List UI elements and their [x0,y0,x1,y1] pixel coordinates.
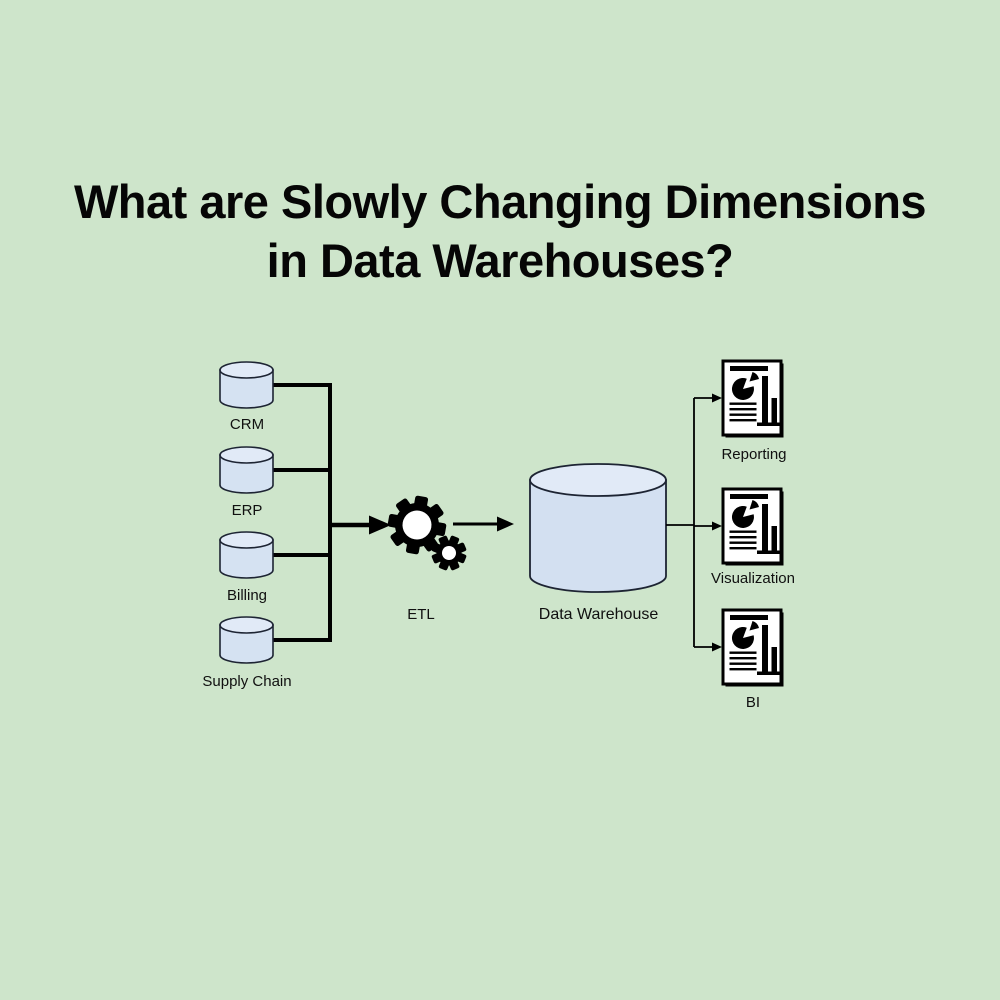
data-warehouse-cylinder-icon [529,463,667,593]
output-document-icons [721,359,785,688]
billing-database-cylinder-icon [219,531,274,579]
label-bi: BI [745,694,761,711]
page-title-line2: in Data Warehouses? [266,234,734,287]
label-visualization: Visualization [711,570,795,587]
source-connector-lines [271,383,332,642]
visualization-report-document-icon [721,487,785,567]
output-arrowheads [712,393,722,652]
arrow-etl-to-warehouse [453,516,514,532]
arrow-sources-to-etl [330,515,391,535]
reporting-report-document-icon [721,359,785,439]
label-data-warehouse: Data Warehouse [538,606,659,623]
label-supply-chain: Supply Chain [202,673,292,690]
page-title-line1: What are Slowly Changing Dimensions [73,175,927,228]
gears-icon [387,495,467,571]
label-reporting: Reporting [721,446,787,463]
label-billing: Billing [226,587,268,604]
supply-chain-database-cylinder-icon [219,616,274,664]
page-title: What are Slowly Changing Dimensions in D… [0,172,1000,290]
crm-database-cylinder-icon [219,361,274,409]
label-crm: CRM [229,416,265,433]
label-erp: ERP [231,502,263,519]
label-etl: ETL [407,606,435,623]
output-connector-lines [666,397,714,648]
erp-database-cylinder-icon [219,446,274,494]
bi-report-document-icon [721,608,785,688]
